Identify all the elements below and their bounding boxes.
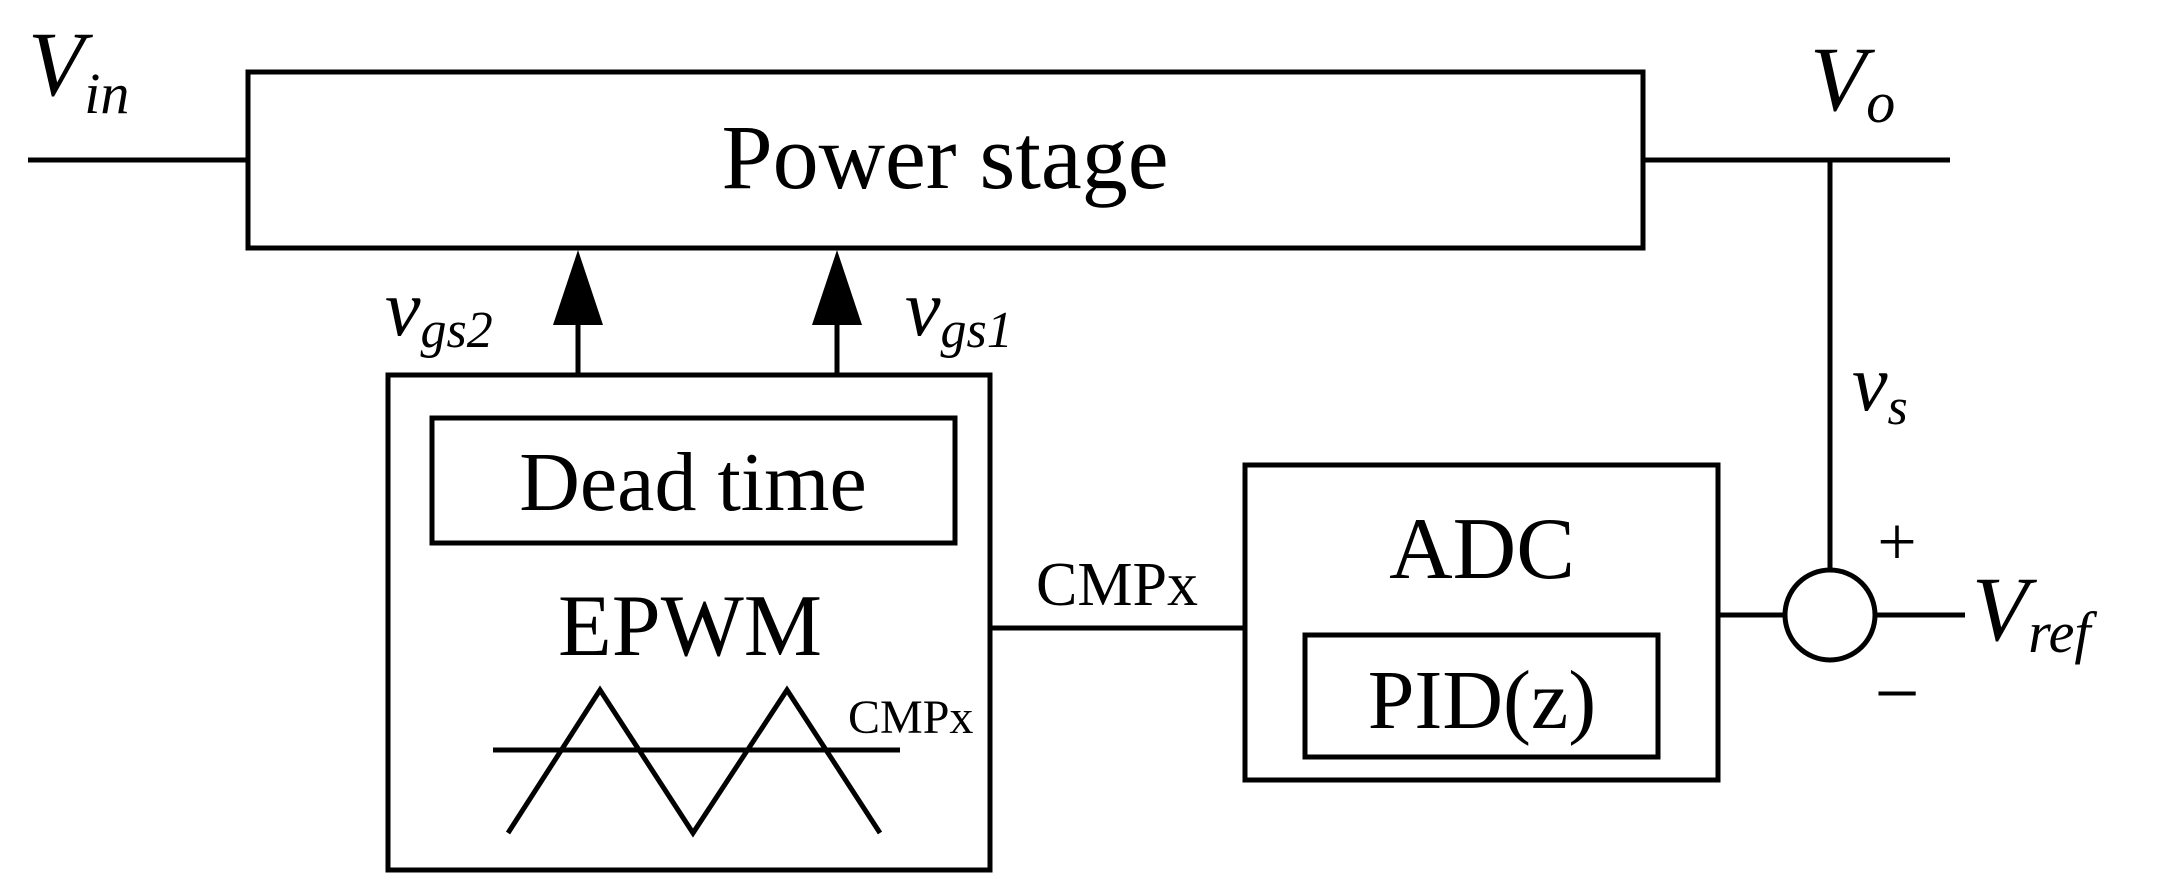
dead-time-label: Dead time <box>519 436 867 529</box>
vo-label: Vo <box>1810 28 1895 135</box>
adc-label: ADC <box>1389 501 1575 598</box>
pid-block <box>1302 632 1661 760</box>
vgs1-label: vgs1 <box>905 265 1013 359</box>
vgs2-label: vgs2 <box>385 265 493 359</box>
summing-junction <box>1782 567 1878 663</box>
epwm-label: EPWM <box>558 578 822 675</box>
gate1-arrow-icon <box>812 250 862 325</box>
gate2-arrow-icon <box>553 250 603 325</box>
cmpx-inner-label: CMPx <box>848 691 973 744</box>
vin-label: Vin <box>28 13 129 126</box>
triangle-carrier-icon <box>505 685 883 838</box>
power-stage-label: Power stage <box>721 106 1168 208</box>
minus-sign: − <box>1874 650 1919 738</box>
vref-label: Vref <box>1972 558 2097 665</box>
plus-sign: + <box>1877 504 1916 581</box>
cmpx-link-label: CMPx <box>1036 551 1198 619</box>
vs-label: vs <box>1852 340 1908 436</box>
dead-time-block <box>429 415 958 546</box>
pid-label: PID(z) <box>1368 654 1597 747</box>
